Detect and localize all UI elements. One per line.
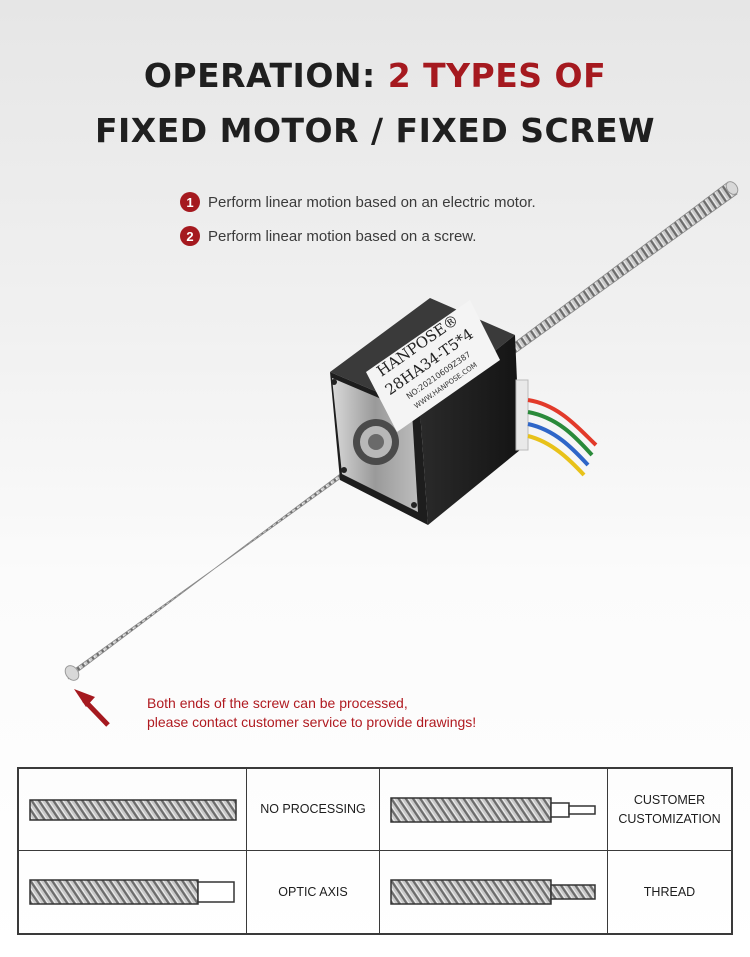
end-processing-table: NO PROCESSING CUSTOMER CUSTOMIZATION OPT…: [17, 767, 733, 935]
motor-wires: [527, 398, 598, 477]
option-thread: THREAD: [608, 851, 731, 933]
option-label-customer-customization: CUSTOMER CUSTOMIZATION: [618, 791, 720, 829]
title-accent: 2 TYPES OF: [387, 56, 607, 95]
feature-point-1: 1 Perform linear motion based on an elec…: [180, 192, 536, 212]
page-title-line-1: OPERATION: 2 TYPES OF: [0, 56, 750, 95]
note-line-2: please contact customer service to provi…: [147, 714, 477, 730]
option-label-optic-axis: OPTIC AXIS: [278, 884, 348, 899]
note-line-1: Both ends of the screw can be processed,: [147, 695, 408, 711]
option-label-no-processing: NO PROCESSING: [260, 802, 366, 816]
screw-image-no-processing: [19, 769, 247, 851]
product-image: HANPOSE® 28HA34-T5*4 NO:20210609Z387 WWW…: [64, 181, 739, 727]
processing-note: Both ends of the screw can be processed,…: [147, 694, 476, 732]
option-customer-customization: CUSTOMER CUSTOMIZATION: [608, 769, 731, 851]
label-line-customer: CUSTOMER: [633, 792, 706, 807]
feature-text-2: Perform linear motion based on a screw.: [208, 227, 477, 245]
label-line-customization: CUSTOMIZATION: [618, 811, 721, 826]
feature-text-1: Perform linear motion based on an electr…: [208, 193, 536, 211]
option-no-processing: NO PROCESSING: [247, 769, 380, 851]
pointer-arrow: [74, 689, 110, 727]
screw-image-customer-customization: [380, 769, 608, 851]
option-optic-axis: OPTIC AXIS: [247, 851, 380, 933]
page-title-line-2: FIXED MOTOR / FIXED SCREW: [94, 111, 656, 150]
screw-image-optic-axis: [19, 851, 247, 933]
option-label-thread: THREAD: [643, 884, 696, 899]
screw-image-thread: [380, 851, 608, 933]
number-badge-2: 2: [180, 226, 200, 246]
number-badge-1: 1: [180, 192, 200, 212]
title-part-1: OPERATION:: [143, 56, 388, 95]
stepper-motor: HANPOSE® 28HA34-T5*4 NO:20210609Z387 WWW…: [330, 298, 598, 525]
feature-point-2: 2 Perform linear motion based on a screw…: [180, 226, 476, 246]
